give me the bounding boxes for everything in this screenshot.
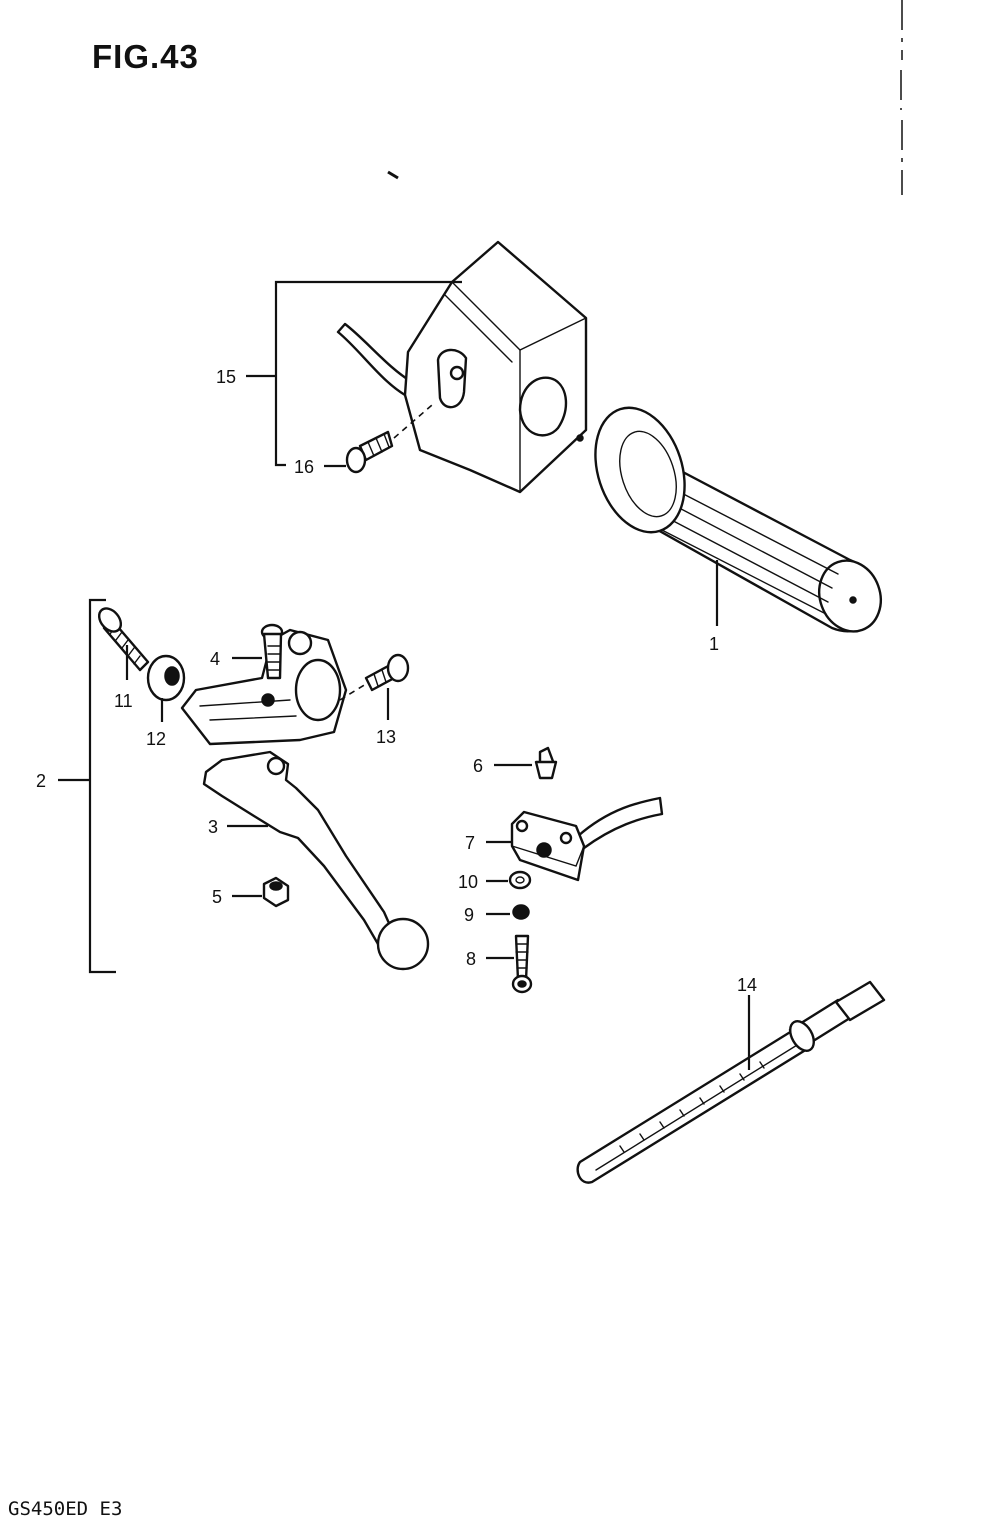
callout-15: 15 [216, 367, 236, 387]
switch-pin-6 [534, 746, 558, 780]
screw-16 [345, 404, 433, 474]
callout-12: 12 [146, 729, 166, 749]
callout-14: 14 [737, 975, 757, 995]
figure-title: FIG.43 [92, 38, 199, 75]
washer-10 [508, 870, 532, 890]
clutch-switch-7 [510, 796, 664, 882]
callout-1: 1 [709, 634, 719, 654]
callout-5: 5 [212, 887, 222, 907]
handlebar-grip [594, 406, 882, 633]
callout-16: 16 [294, 457, 314, 477]
callout-11: 11 [114, 691, 133, 711]
collar-12 [146, 654, 186, 702]
callout-4: 4 [210, 649, 220, 669]
callout-10: 10 [458, 872, 478, 892]
cable-tie-14 [576, 980, 886, 1184]
bolt-11 [97, 607, 150, 672]
callout-3: 3 [208, 817, 218, 837]
footer-model-code: GS450ED E3 [8, 1498, 123, 1520]
clutch-lever [202, 750, 430, 971]
callout-9: 9 [464, 905, 474, 925]
lever-holder [180, 628, 348, 746]
callout-13: 13 [376, 727, 396, 747]
screw-13 [339, 653, 410, 701]
margin-rule [900, 0, 903, 195]
switch-housing [336, 240, 588, 494]
nut-9 [512, 904, 530, 920]
bracket-2 [88, 598, 116, 974]
callout-6: 6 [473, 756, 483, 776]
callout-2: 2 [36, 771, 46, 791]
bracket-15 [274, 280, 462, 467]
bolt-4 [260, 623, 284, 680]
nut-5 [262, 876, 290, 908]
callout-8: 8 [466, 949, 476, 969]
screw-8 [511, 934, 533, 994]
callout-7: 7 [465, 833, 475, 853]
speck-mark [387, 170, 399, 180]
